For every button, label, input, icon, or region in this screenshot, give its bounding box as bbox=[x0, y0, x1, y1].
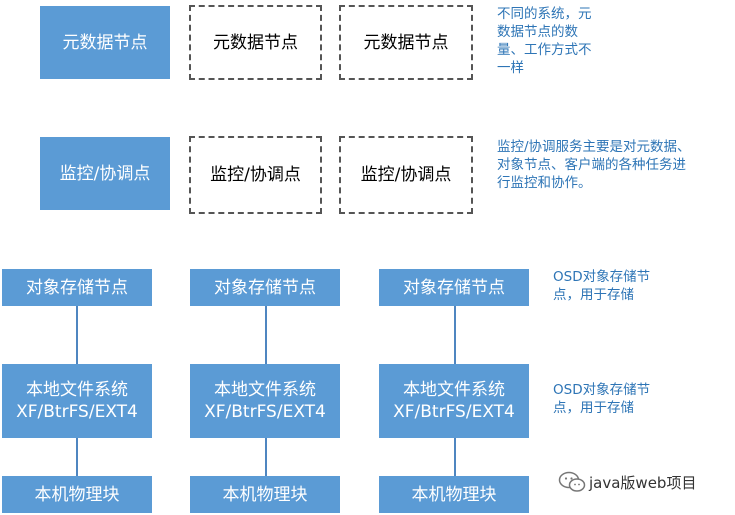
connector-line bbox=[76, 305, 78, 365]
osd-node-1: 对象存储节点 bbox=[2, 269, 152, 306]
connector-line bbox=[454, 305, 456, 365]
monitor-node-primary: 监控/协调点 bbox=[40, 137, 170, 210]
connector-line bbox=[454, 437, 456, 477]
local-fs-1-types: XF/BtrFS/EXT4 bbox=[16, 402, 138, 422]
local-fs-1-title: 本地文件系统 bbox=[25, 380, 128, 400]
osd-node-3: 对象存储节点 bbox=[379, 269, 529, 306]
monitor-node-peer-2: 监控/协调点 bbox=[339, 136, 473, 214]
monitor-note: 监控/协调服务主要是对元数据、 对象节点、客户端的各种任务进 行监控和协作。 bbox=[497, 139, 691, 191]
local-fs-3-types: XF/BtrFS/EXT4 bbox=[393, 402, 515, 422]
connector-line bbox=[76, 437, 78, 477]
metadata-note: 不同的系统，元 数据节点的数 量、工作方式不 一样 bbox=[497, 6, 592, 76]
osd-node-2-label: 对象存储节点 bbox=[214, 277, 316, 298]
physical-block-2-label: 本机物理块 bbox=[222, 484, 308, 505]
connector-line bbox=[265, 305, 267, 365]
watermark-text: java版web项目 bbox=[589, 473, 697, 492]
connector-line bbox=[265, 437, 267, 477]
monitor-node-peer-2-label: 监控/协调点 bbox=[360, 165, 452, 185]
osd-node-2: 对象存储节点 bbox=[190, 269, 340, 306]
physical-block-1: 本机物理块 bbox=[2, 476, 152, 513]
metadata-node-peer-2: 元数据节点 bbox=[339, 5, 473, 80]
metadata-node-peer-2-label: 元数据节点 bbox=[363, 32, 449, 53]
metadata-node-primary-label: 元数据节点 bbox=[62, 32, 148, 53]
metadata-node-peer-1-label: 元数据节点 bbox=[213, 32, 298, 53]
local-fs-3-title: 本地文件系统 bbox=[402, 380, 505, 400]
osd-node-1-label: 对象存储节点 bbox=[26, 277, 128, 298]
monitor-node-peer-1: 监控/协调点 bbox=[189, 136, 322, 214]
monitor-node-primary-label: 监控/协调点 bbox=[59, 163, 151, 184]
metadata-node-primary: 元数据节点 bbox=[40, 6, 170, 79]
physical-block-3: 本机物理块 bbox=[379, 476, 529, 513]
watermark: java版web项目 bbox=[558, 471, 696, 493]
local-fs-2-types: XF/BtrFS/EXT4 bbox=[204, 402, 326, 422]
local-fs-3: 本地文件系统 XF/BtrFS/EXT4 bbox=[379, 364, 529, 438]
monitor-node-peer-1-label: 监控/协调点 bbox=[210, 165, 301, 185]
metadata-node-peer-1: 元数据节点 bbox=[189, 5, 322, 80]
physical-block-1-label: 本机物理块 bbox=[34, 484, 120, 505]
fs-note: OSD对象存储节 点，用于存储 bbox=[553, 382, 651, 416]
physical-block-2: 本机物理块 bbox=[190, 476, 340, 513]
local-fs-2: 本地文件系统 XF/BtrFS/EXT4 bbox=[190, 364, 340, 438]
wechat-icon bbox=[558, 471, 586, 492]
local-fs-2-title: 本地文件系统 bbox=[213, 380, 316, 400]
local-fs-1: 本地文件系统 XF/BtrFS/EXT4 bbox=[2, 364, 152, 438]
osd-note: OSD对象存储节 点，用于存储 bbox=[553, 269, 651, 303]
osd-node-3-label: 对象存储节点 bbox=[403, 277, 505, 298]
physical-block-3-label: 本机物理块 bbox=[411, 484, 497, 505]
